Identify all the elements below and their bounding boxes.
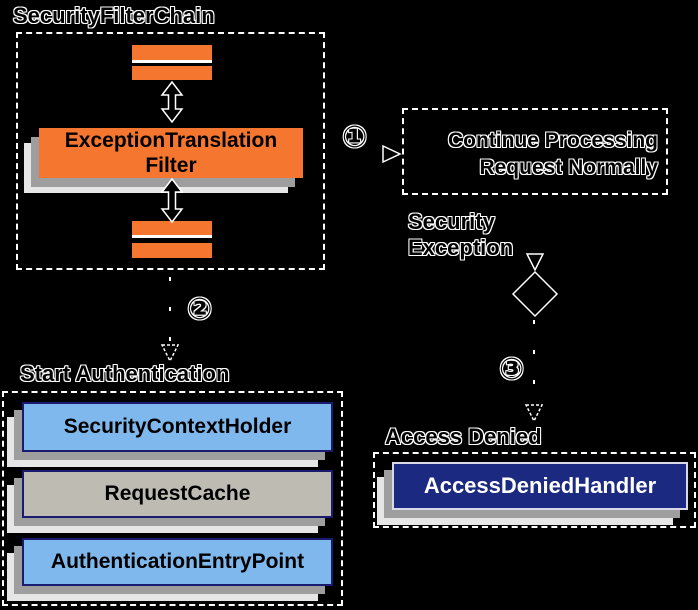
security-context-holder-box: SecurityContextHolder (22, 402, 333, 452)
flow-arrowhead-1-icon (382, 144, 402, 164)
continue-processing-box: Continue Processing Request Normally (402, 108, 668, 195)
request-cache-box: RequestCache (22, 470, 333, 518)
filter-bar-top-1 (132, 45, 212, 63)
flow-arrowhead-3-icon (524, 404, 544, 423)
flow-arrowhead-2-icon (160, 344, 180, 363)
security-filter-chain-box (16, 32, 325, 270)
filter-bar-bottom-1 (132, 221, 212, 238)
security-exception-label-line2: Exception (408, 235, 514, 260)
filter-bar-bottom-2 (132, 243, 212, 258)
authentication-entry-point-box: AuthenticationEntryPoint (22, 538, 333, 586)
diamond-decision-icon (511, 270, 559, 318)
security-exception-label: Security Exception (408, 209, 513, 261)
start-authentication-label: Start Authentication (20, 361, 230, 386)
security-filter-chain-label: SecurityFilterChain (13, 3, 215, 28)
diamond-arrowhead-icon (525, 253, 545, 272)
step-2-badge: ② (187, 292, 213, 327)
authentication-entry-point-label: AuthenticationEntryPoint (50, 550, 305, 573)
security-context-holder-label: SecurityContextHolder (63, 415, 292, 438)
access-denied-box (373, 452, 696, 528)
continue-processing-label-line1: Continue Processing (447, 129, 658, 152)
exception-translation-filter-label-line2: Filter (145, 154, 197, 177)
access-denied-label: Access Denied (385, 424, 542, 449)
access-denied-handler-label: AccessDeniedHandler (423, 473, 657, 498)
continue-processing-label-line2: Request Normally (479, 156, 658, 179)
request-cache-label: RequestCache (104, 482, 251, 505)
access-denied-handler-box: AccessDeniedHandler (392, 462, 688, 510)
step-3-badge: ③ (499, 352, 525, 387)
filter-bar-top-2 (132, 66, 212, 80)
step-1-badge: ① (342, 120, 368, 155)
security-exception-label-line1: Security (408, 209, 495, 234)
start-authentication-box (2, 391, 343, 606)
exception-translation-filter-label-line1: ExceptionTranslation (64, 129, 278, 152)
exception-translation-filter-box: ExceptionTranslation Filter (39, 128, 303, 178)
